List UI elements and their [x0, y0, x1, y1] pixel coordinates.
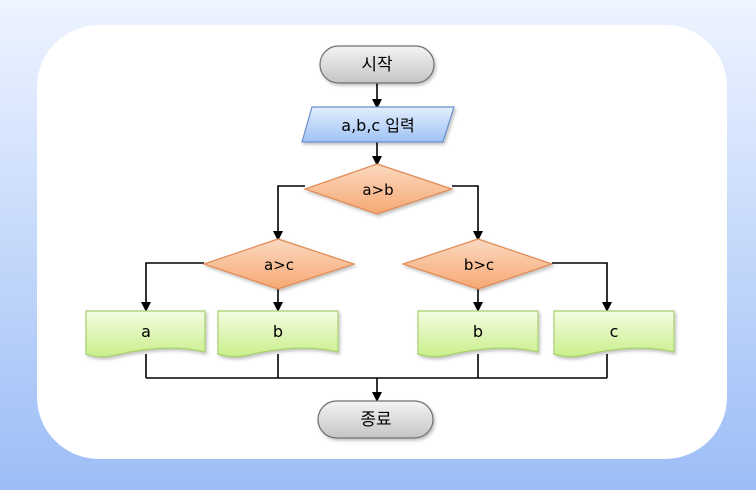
diagram-panel	[37, 25, 727, 459]
output-c-label: c	[610, 322, 619, 341]
start-terminal	[319, 45, 435, 84]
output-b-left-label: b	[273, 322, 283, 341]
arrow-ac-to-a	[141, 262, 204, 312]
output-b-right-label: b	[473, 322, 483, 341]
output-b-left	[217, 310, 339, 358]
decision-a-gt-b	[303, 163, 454, 215]
output-a-label: a	[141, 322, 151, 341]
connectors	[141, 83, 612, 402]
output-a	[85, 310, 206, 358]
decision-b-gt-c-label: b>c	[464, 256, 494, 274]
output-b-right	[417, 310, 539, 358]
output-c	[553, 310, 675, 358]
decision-a-gt-c	[202, 238, 356, 290]
end-label: 종료	[360, 410, 391, 430]
input-parallelogram	[301, 106, 455, 143]
decision-b-gt-c	[401, 238, 554, 290]
arrow-ab-to-bc	[452, 185, 483, 241]
start-label: 시작	[361, 55, 393, 75]
end-terminal	[317, 400, 434, 439]
decision-a-gt-c-label: a>c	[264, 256, 294, 274]
decision-a-gt-b-label: a>b	[362, 181, 393, 199]
input-label: a,b,c 입력	[341, 116, 414, 135]
arrow-ab-to-ac	[273, 185, 305, 241]
arrow-bc-to-c	[552, 262, 612, 312]
